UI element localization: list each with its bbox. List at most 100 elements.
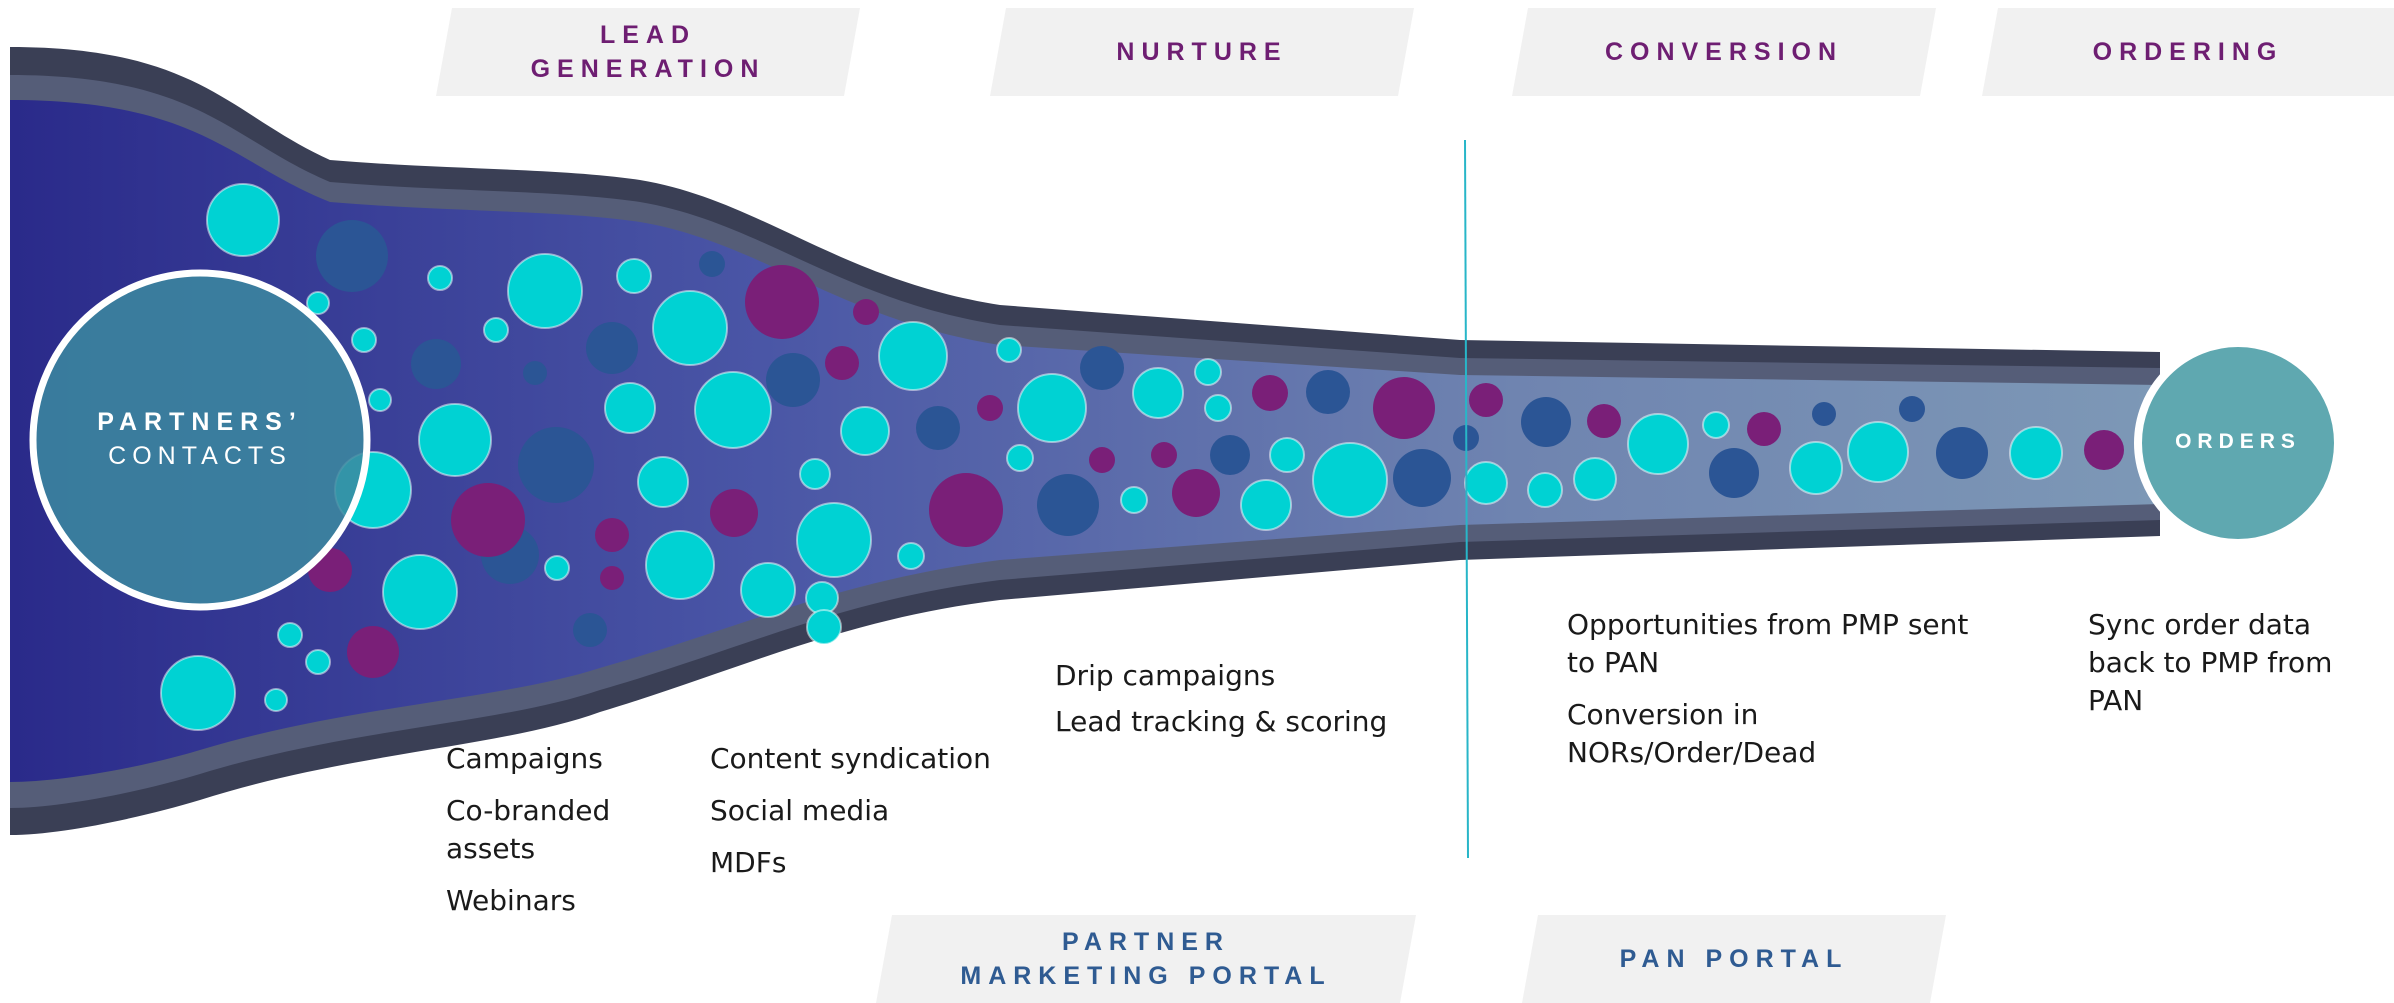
funnel-bubble [600,566,624,590]
funnel-bubble [411,339,461,389]
funnel-bubble [710,489,758,537]
funnel-bubble [483,317,509,343]
funnel-bubble [586,322,638,374]
funnel-bubble [1269,437,1305,473]
funnel-bubble [1393,449,1451,507]
funnel-bubble [1037,474,1099,536]
funnel-bubble [1312,442,1388,518]
note-item: Social media [710,794,890,827]
funnel-bubble [853,299,879,325]
funnel-bubble [1847,421,1909,483]
funnel-bubble [418,403,492,477]
funnel-bubble [996,337,1022,363]
portal-banner-partner-marketing: PARTNER MARKETING PORTAL [876,915,1416,1003]
partners-contacts-label: PARTNERS’ CONTACTS [40,405,360,473]
funnel-bubble [573,613,607,647]
funnel-bubble [825,346,859,380]
funnel-bubble [652,290,728,366]
funnel-bubble [878,321,948,391]
funnel-bubble [840,406,890,456]
funnel-bubble [347,626,399,678]
funnel-bubble [507,253,583,329]
funnel-bubble [1812,402,1836,426]
portal-label-line2: MARKETING PORTAL [960,962,1332,990]
funnel-bubble [351,327,377,353]
stage-label-line1: LEAD [599,21,697,49]
funnel-bubble [1006,444,1034,472]
phase-divider-line [1464,139,1469,859]
stage-banner-ordering: ORDERING [1982,8,2394,96]
funnel-bubble [1210,435,1250,475]
notes-lead-gen-col1: Campaigns Co-branded assets Webinars [446,740,646,934]
funnel-bubble [1587,404,1621,438]
funnel-bubble [1240,479,1292,531]
funnel-bubble [1469,383,1503,417]
notes-ordering: Sync order data back to PMP from PAN [2088,606,2378,734]
note-item: Opportunities from PMP sent to PAN [1567,608,1969,679]
funnel-bubble [1080,346,1124,390]
funnel-bubble [1464,461,1508,505]
note-item: MDFs [710,846,787,879]
funnel-bubble [745,265,819,339]
banner-shape [1522,915,1946,1003]
funnel-bubble [1627,413,1689,475]
funnel-bubble [427,265,453,291]
funnel-bubble [1306,370,1350,414]
note-item: Content syndication [710,742,991,775]
partners-label-line2: CONTACTS [108,442,292,470]
funnel-bubble [264,688,288,712]
funnel-bubble [897,542,925,570]
funnel-bubble [1089,447,1115,473]
notes-conversion: Opportunities from PMP sent to PAN Conve… [1567,606,1977,786]
funnel-bubble [451,483,525,557]
funnel-bubble [1573,457,1617,501]
funnel-bubble [316,220,388,292]
portal-label-line1: PARTNER [1062,928,1230,956]
stage-label: CONVERSION [1604,38,1844,66]
funnel-bubble [699,251,725,277]
funnel-bubble [305,649,331,675]
funnel-bubble [306,291,330,315]
funnel-bubble [523,361,547,385]
funnel-bubble [544,555,570,581]
funnel-bubble [1789,441,1843,495]
funnel-bubble [806,609,842,645]
funnel-bubble [1252,375,1288,411]
funnel-bubble [1702,411,1730,439]
note-item: Conversion in NORs/Order/Dead [1567,698,1817,769]
funnel-bubble [206,183,280,257]
funnel-bubble [1521,397,1571,447]
funnel-bubble [2009,426,2063,480]
funnel-bubble [1709,448,1759,498]
funnel-bubble [1194,358,1222,386]
stage-label: NURTURE [1116,38,1288,66]
banner-shape [1512,8,1936,96]
note-item: Webinars [446,884,576,917]
stage-banner-conversion: CONVERSION [1512,8,1936,96]
partners-contacts-circle [29,269,371,611]
notes-lead-gen-col2: Content syndication Social media MDFs [710,740,1030,896]
funnel-bubble [929,473,1003,547]
banner-shape [990,8,1414,96]
portal-label: PAN PORTAL [1619,945,1849,973]
funnel-bubble [977,395,1003,421]
stage-label-line2: GENERATION [530,55,766,83]
funnel-bubble [1120,486,1148,514]
funnel-bubble [1747,412,1781,446]
funnel-bubble [1373,377,1435,439]
funnel-bubble [694,371,772,449]
banner-shape [876,915,1416,1003]
funnel-bubble [1899,396,1925,422]
notes-nurture: Drip campaigns Lead tracking & scoring [1055,657,1415,755]
funnel-bubble [1527,472,1563,508]
funnel-bubble [916,406,960,450]
funnel-bubble [1151,442,1177,468]
portal-banner-pan: PAN PORTAL [1522,915,1946,1003]
note-item: Co-branded assets [446,794,611,865]
partners-label-line1: PARTNERS’ [97,408,303,436]
orders-label: ORDERS [2175,430,2301,453]
funnel-bubble [1132,367,1184,419]
funnel-bubble [796,502,872,578]
funnel-bubble [799,458,831,490]
